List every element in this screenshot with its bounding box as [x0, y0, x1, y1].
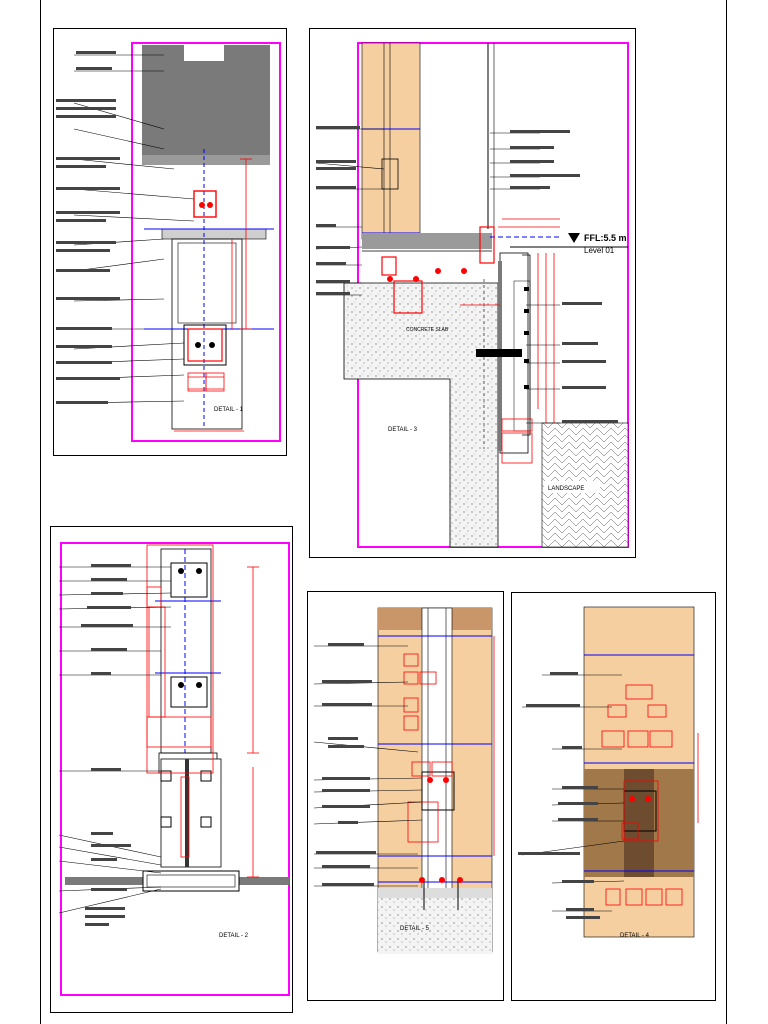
detail-1-title: DETAIL - 1: [214, 407, 244, 413]
detail-4-drawing: DETAIL - 4: [518, 606, 699, 939]
detail-5-panel: DETAIL - 5: [307, 591, 504, 1001]
detail-3-panel: FFL:5.5 m Level 01 CONCRETE SLAB LANDSCA…: [309, 28, 636, 558]
detail-2-drawing: DETAIL - 2: [58, 542, 290, 996]
level-ffl-label: FFL:5.5 m: [584, 233, 627, 243]
detail-2-panel: DETAIL - 2: [50, 526, 293, 1013]
detail-4-panel: DETAIL - 4: [511, 592, 716, 1001]
detail-1-panel: DETAIL - 1: [53, 28, 287, 456]
detail-3-drawing: FFL:5.5 m Level 01 CONCRETE SLAB LANDSCA…: [315, 42, 629, 548]
detail-1-drawing: DETAIL - 1: [56, 42, 281, 442]
landscape-label: LANDSCAPE: [548, 486, 584, 492]
sheet-left-edge: [40, 0, 41, 1024]
level-name-label: Level 01: [584, 246, 615, 255]
sheet-right-edge: [726, 0, 727, 1024]
detail-4-title: DETAIL - 4: [620, 933, 650, 939]
detail-3-title: DETAIL - 3: [388, 427, 418, 433]
detail-5-drawing: DETAIL - 5: [313, 607, 495, 954]
detail-5-title: DETAIL - 5: [400, 926, 430, 932]
detail-2-title: DETAIL - 2: [219, 933, 249, 939]
concrete-slab-label: CONCRETE SLAB: [406, 327, 449, 333]
